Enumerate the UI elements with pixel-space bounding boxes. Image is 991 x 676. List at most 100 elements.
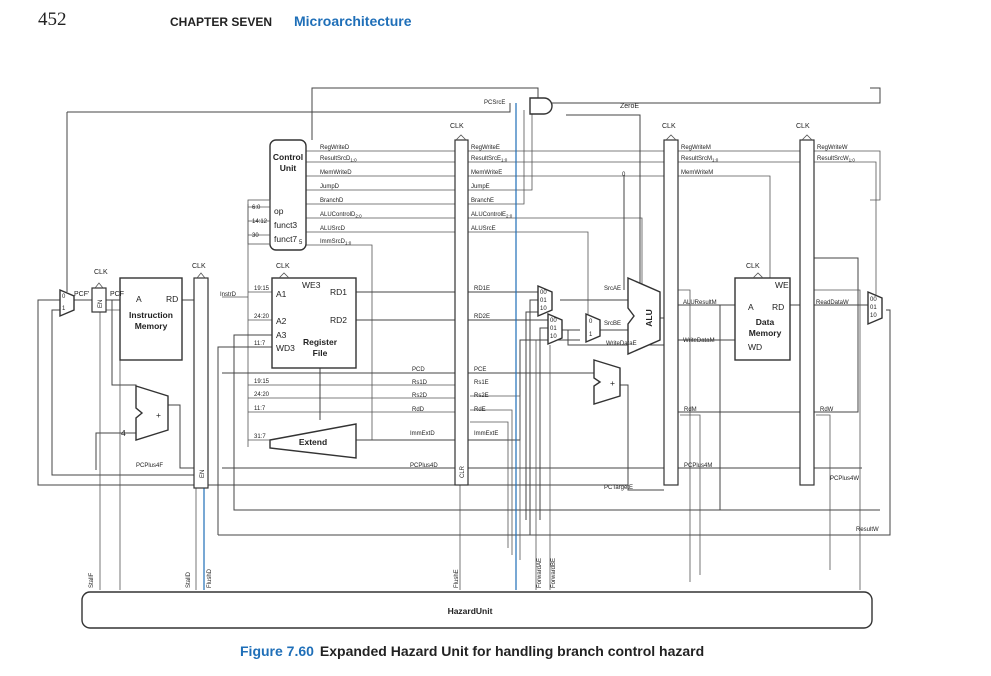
and-gate [529, 97, 553, 115]
sig-immextd: ImmExtD [410, 431, 435, 437]
sig-pcsrce: PCSrcE [484, 100, 505, 106]
control-funct7-sub: 5 [299, 240, 303, 246]
srcb-mux-in0: 0 [589, 319, 593, 325]
pc-mux-in0: 0 [62, 294, 66, 300]
sig-regwritee: RegWriteE [471, 145, 500, 151]
extend-unit [269, 423, 357, 459]
clk-label-fd: CLK [192, 263, 206, 270]
alu-label: ALU [644, 309, 654, 326]
clk-label-de: CLK [450, 123, 464, 130]
branch-adder-plus: + [610, 378, 615, 388]
sig-regwritew: RegWriteW [817, 145, 848, 151]
sig-aluresultm: ALUResultM [683, 300, 717, 306]
regfile-port-wd3: WD3 [276, 343, 295, 353]
regfile-port-we3: WE3 [302, 280, 321, 290]
control-unit-label-2: Unit [280, 163, 297, 173]
chapter-label: CHAPTER SEVEN [170, 15, 273, 29]
decode-execute-register [454, 139, 469, 486]
field-14-12: 14:12 [252, 219, 268, 225]
pc-adder-plus: + [156, 410, 161, 420]
fae-mux-in0: 00 [540, 290, 547, 296]
sig-rdm: RdM [684, 407, 697, 413]
forward-be-mux [547, 312, 563, 346]
field-19-15: 19:15 [254, 379, 270, 385]
hazard-forwardae: ForwardAE [537, 558, 543, 588]
sig-srcae: SrcAE [604, 286, 621, 292]
fae-mux-in1: 01 [540, 298, 547, 304]
const-zero-label: 0 [622, 172, 626, 178]
alu [627, 276, 661, 356]
sig-zeroe: ZeroE [620, 103, 639, 110]
sig-regwritem: RegWriteM [681, 145, 711, 151]
clk-label-rf: CLK [276, 263, 290, 270]
sig-pce: PCE [474, 367, 486, 373]
dmem-port-rd: RD [772, 302, 784, 312]
sig-rd2e: RD2E [474, 314, 490, 320]
sig-resultsrcd: ResultSrcD1:0 [320, 156, 357, 163]
data-memory [734, 277, 791, 361]
sig-jumpe: JumpE [471, 184, 490, 190]
sig-instrd: InstrD [220, 292, 237, 298]
sig-memwritee: MemWriteE [471, 170, 502, 176]
control-unit [269, 139, 307, 251]
clk-label-dmem: CLK [746, 263, 760, 270]
pc-en-label: EN [98, 300, 104, 308]
sig-memwrited: MemWriteD [320, 170, 352, 176]
constant-four: 4 [121, 428, 126, 438]
fbe-mux-in1: 01 [550, 326, 557, 332]
field-24-20: 24:20 [254, 392, 270, 398]
sig-rde: RdE [474, 407, 486, 413]
regfile-port-rd1: RD1 [330, 287, 347, 297]
memory-writeback-register [799, 139, 815, 486]
sig-resultsrcm: ResultSrcM1:0 [681, 156, 719, 163]
sig-pcplus4w: PCPlus4W [830, 476, 859, 482]
imem-port-rd: RD [166, 294, 178, 304]
regfile-port-a1: A1 [276, 289, 287, 299]
sig-alucontrole: ALUControlE2:0 [471, 212, 513, 219]
sig-branche: BranchE [471, 198, 494, 204]
register-file [271, 277, 357, 369]
sig-resultsrce: ResultSrcE1:0 [471, 156, 508, 163]
instruction-memory [119, 277, 183, 361]
sig-immsrcd: ImmSrcD1:0 [320, 239, 352, 246]
control-unit-label-1: Control [273, 152, 303, 162]
srcb-mux-in1: 1 [589, 332, 593, 338]
field-24-20-rf: 24:20 [254, 314, 270, 320]
result-mux-in1: 01 [870, 305, 877, 311]
flush-wires [203, 103, 517, 590]
sig-pctargete: PCTargetE [604, 485, 633, 491]
hazard-unit-label: HazardUnit [448, 606, 493, 616]
hazard-flushd: FlushD [207, 568, 213, 588]
field-30: 30 [252, 233, 259, 239]
regfile-port-rd2: RD2 [330, 315, 347, 325]
dmem-label-1: Data [756, 317, 775, 327]
sig-rdw: RdW [820, 407, 834, 413]
fetch-decode-register [193, 277, 209, 489]
regfile-port-a2: A2 [276, 316, 287, 326]
control-op-label: op [274, 206, 284, 216]
field-6-0: 6:0 [252, 205, 261, 211]
forward-ae-mux [537, 284, 553, 318]
figure-number: Figure 7.60 [240, 643, 314, 659]
sig-rs2d: Rs2D [412, 393, 428, 399]
instr-field-box [247, 199, 271, 245]
section-title: Microarchitecture [294, 13, 412, 29]
sig-srcbe: SrcBE [604, 321, 621, 327]
regfile-port-a3: A3 [276, 330, 287, 340]
result-mux-in2: 10 [870, 313, 877, 319]
sig-resultsrcw: ResultSrcW1:0 [817, 156, 855, 163]
de-clr-label: CLR [460, 465, 466, 478]
field-31-7: 31:7 [254, 434, 266, 440]
sig-regwrited: RegWriteD [320, 145, 350, 151]
clk-label-em: CLK [662, 123, 676, 130]
fd-en-label: EN [200, 470, 206, 478]
fae-mux-in2: 10 [540, 306, 547, 312]
result-mux-in0: 00 [870, 297, 877, 303]
wires [37, 87, 891, 590]
hazard-stallf: StallF [89, 572, 95, 588]
sig-alusrce: ALUSrcE [471, 226, 496, 232]
sig-rd1e: RD1E [474, 286, 490, 292]
pc-plus4-adder [135, 385, 169, 441]
